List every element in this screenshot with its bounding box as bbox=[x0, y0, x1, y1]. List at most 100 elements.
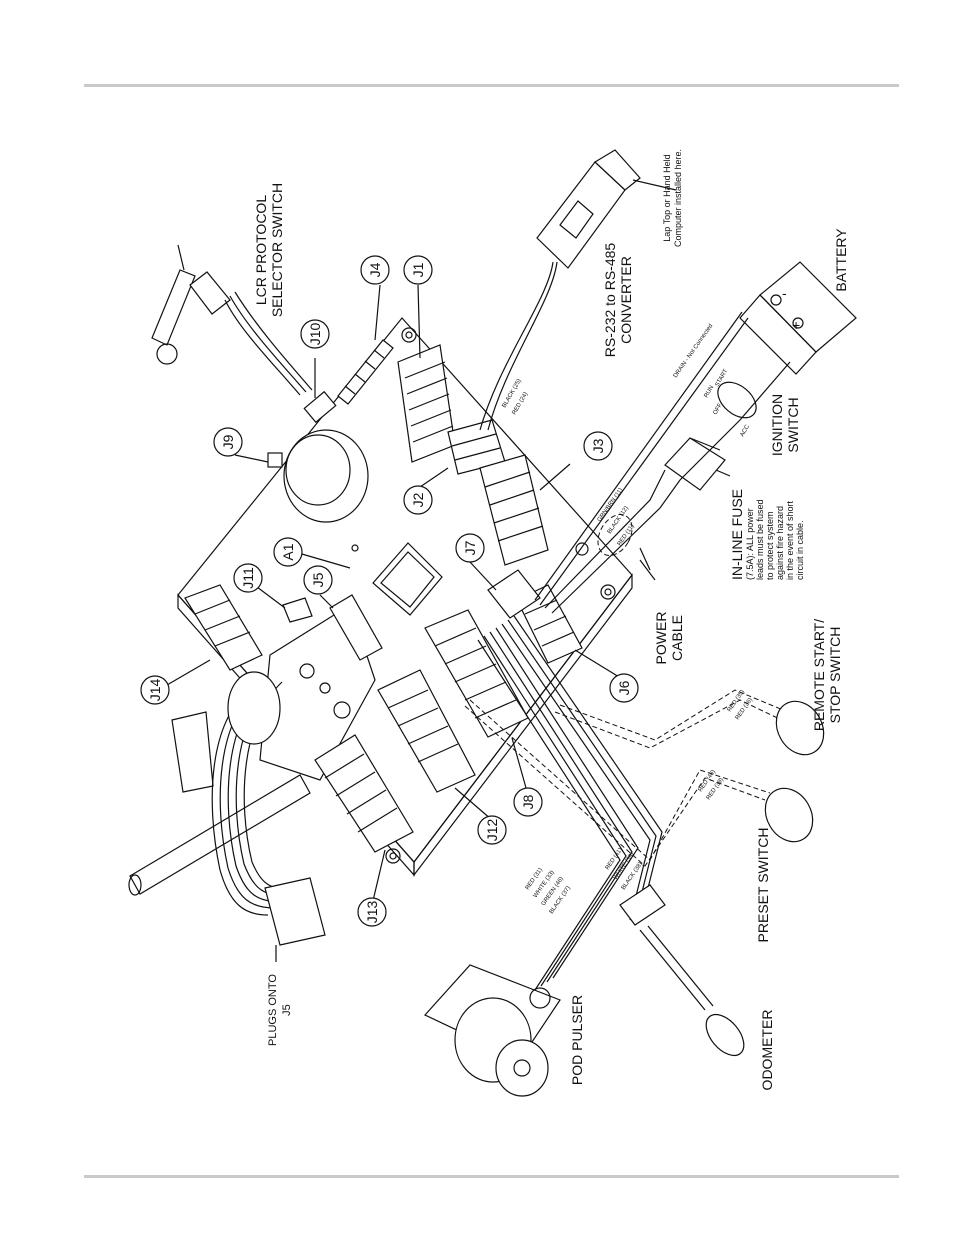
a1-label-group: A1 bbox=[273, 537, 303, 567]
round-buzzer bbox=[267, 429, 369, 523]
battery-minus: - bbox=[782, 285, 787, 301]
callout-circle-j5 bbox=[303, 565, 333, 595]
ignition-label-line1: IGNITION bbox=[769, 394, 785, 456]
callout-label-j11: J11 bbox=[240, 567, 256, 589]
battery-plus: + bbox=[792, 317, 800, 333]
label-odometer: ODOMETER bbox=[759, 1010, 775, 1091]
callout-circle-j2 bbox=[403, 485, 433, 515]
terminal-block-j7 bbox=[487, 569, 541, 619]
plugs-label-line2: J5 bbox=[281, 1004, 293, 1016]
wire-drain: DRAIN - Not Connected bbox=[673, 323, 715, 379]
label-lcr-switch: LCR PROTOCOL SELECTOR SWITCH bbox=[253, 183, 285, 317]
terminal-block-j6 bbox=[516, 584, 583, 664]
lcr-label-line2: SELECTOR SWITCH bbox=[269, 183, 285, 317]
callout-label-j13: J13 bbox=[364, 901, 380, 924]
terminal-block-j3 bbox=[479, 454, 549, 566]
label-battery: BATTERY bbox=[833, 228, 849, 292]
inline-fuse bbox=[664, 437, 726, 491]
fuse-note-3: to protect system bbox=[765, 511, 775, 580]
ignition-switch bbox=[717, 381, 757, 419]
odometer-label: ODOMETER bbox=[759, 1010, 775, 1091]
callout-label-j5: J5 bbox=[310, 572, 326, 587]
callout-circle-j14 bbox=[140, 675, 170, 705]
callout-circle-j12 bbox=[477, 815, 507, 845]
remote-label-line2: STOP SWITCH bbox=[827, 627, 843, 724]
terminal-block-j14 bbox=[184, 584, 263, 671]
rs232-label-line2: CONVERTER bbox=[618, 256, 634, 344]
fuse-note-1: (7.5A): ALL power bbox=[745, 508, 755, 580]
rs232-label-line1: RS-232 to RS-485 bbox=[602, 243, 618, 358]
ignition-acc: ACC bbox=[740, 423, 752, 438]
fuse-note-6: circuit in cable. bbox=[795, 520, 805, 580]
fuse-note-4: against fire hazard bbox=[775, 506, 785, 580]
pod-pulser-device bbox=[424, 964, 561, 1097]
lcr-selector-switch bbox=[151, 244, 313, 396]
header-j11 bbox=[282, 597, 313, 623]
label-plugs-onto: PLUGS ONTO J5 bbox=[267, 974, 293, 1046]
preset-switch-body bbox=[764, 787, 814, 843]
rs232-converter bbox=[479, 149, 641, 431]
callout-circle-j9 bbox=[213, 427, 243, 457]
top-rule bbox=[84, 84, 899, 87]
callout-label-j3: J3 bbox=[590, 438, 606, 453]
label-inline-fuse: IN-LINE FUSE (7.5A): ALL power leads mus… bbox=[729, 489, 805, 580]
remote-label-line1: REMOTE START/ bbox=[811, 619, 827, 731]
battery-label: BATTERY bbox=[833, 228, 849, 292]
remote-switch-body bbox=[775, 700, 825, 756]
pulser-label: POD PULSER bbox=[569, 995, 585, 1085]
a1-label: A1 bbox=[280, 543, 296, 560]
power-label-line2: CABLE bbox=[669, 615, 685, 661]
label-preset-switch: PRESET SWITCH bbox=[755, 828, 771, 943]
callout-circle-j7 bbox=[455, 533, 485, 563]
callout-label-j4: J4 bbox=[367, 262, 383, 277]
odometer-device bbox=[619, 884, 745, 1057]
callout-circle-j8 bbox=[513, 787, 543, 817]
callout-circle-j11 bbox=[233, 563, 263, 593]
plugs-label-line1: PLUGS ONTO bbox=[267, 974, 279, 1046]
power-cable-wires bbox=[534, 311, 791, 614]
label-pod-pulser: POD PULSER bbox=[569, 995, 585, 1085]
label-remote-switch: REMOTE START/ STOP SWITCH bbox=[811, 619, 843, 731]
callout-circle-j6 bbox=[609, 673, 639, 703]
callout-label-j2: J2 bbox=[410, 492, 426, 507]
terminal-block-j4 bbox=[337, 339, 394, 405]
lcr-label-line1: LCR PROTOCOL bbox=[253, 195, 269, 305]
callout-circle-j3 bbox=[583, 431, 613, 461]
power-label-line1: POWER bbox=[653, 612, 669, 665]
terminal-block-j13 bbox=[314, 734, 414, 853]
battery bbox=[739, 261, 857, 375]
callout-circle-j13 bbox=[357, 897, 387, 927]
ribbon-cable bbox=[211, 671, 326, 946]
terminal-block-j12 bbox=[377, 669, 476, 793]
label-rs232: RS-232 to RS-485 CONVERTER bbox=[602, 243, 634, 358]
label-laptop: Lap Top or Hand Held Computer installed … bbox=[662, 149, 683, 247]
callout-label-j7: J7 bbox=[462, 540, 478, 555]
callout-label-j10: J10 bbox=[307, 323, 323, 346]
ignition-off: OFF bbox=[713, 402, 724, 416]
bottom-rule bbox=[84, 1175, 899, 1178]
callout-label-j6: J6 bbox=[616, 680, 632, 695]
laptop-label-line1: Lap Top or Hand Held bbox=[662, 154, 672, 241]
callout-label-j12: J12 bbox=[484, 819, 500, 842]
fuse-note-5: in the event of short bbox=[785, 500, 795, 580]
label-power-cable: POWER CABLE bbox=[653, 612, 685, 665]
callout-label-j8: J8 bbox=[520, 794, 536, 809]
switch-wires bbox=[464, 689, 796, 867]
label-ignition: IGNITION SWITCH bbox=[769, 394, 801, 456]
header-j5 bbox=[329, 594, 383, 661]
fuse-title: IN-LINE FUSE bbox=[729, 489, 745, 580]
ignition-run: RUN bbox=[704, 385, 716, 399]
wire-red11: RED (11) bbox=[617, 524, 636, 548]
laptop-label-line2: Computer installed here. bbox=[673, 149, 683, 247]
callout-label-j9: J9 bbox=[220, 434, 236, 449]
a1-chip bbox=[351, 542, 443, 616]
mounting-rod bbox=[128, 711, 311, 896]
callout-circle-j10 bbox=[300, 319, 330, 349]
callout-circle-j4 bbox=[360, 255, 390, 285]
callout-circle-j1 bbox=[403, 255, 433, 285]
fuse-note-2: leads must be fused bbox=[755, 499, 765, 580]
header-j10 bbox=[303, 390, 337, 424]
preset-label: PRESET SWITCH bbox=[755, 828, 771, 943]
